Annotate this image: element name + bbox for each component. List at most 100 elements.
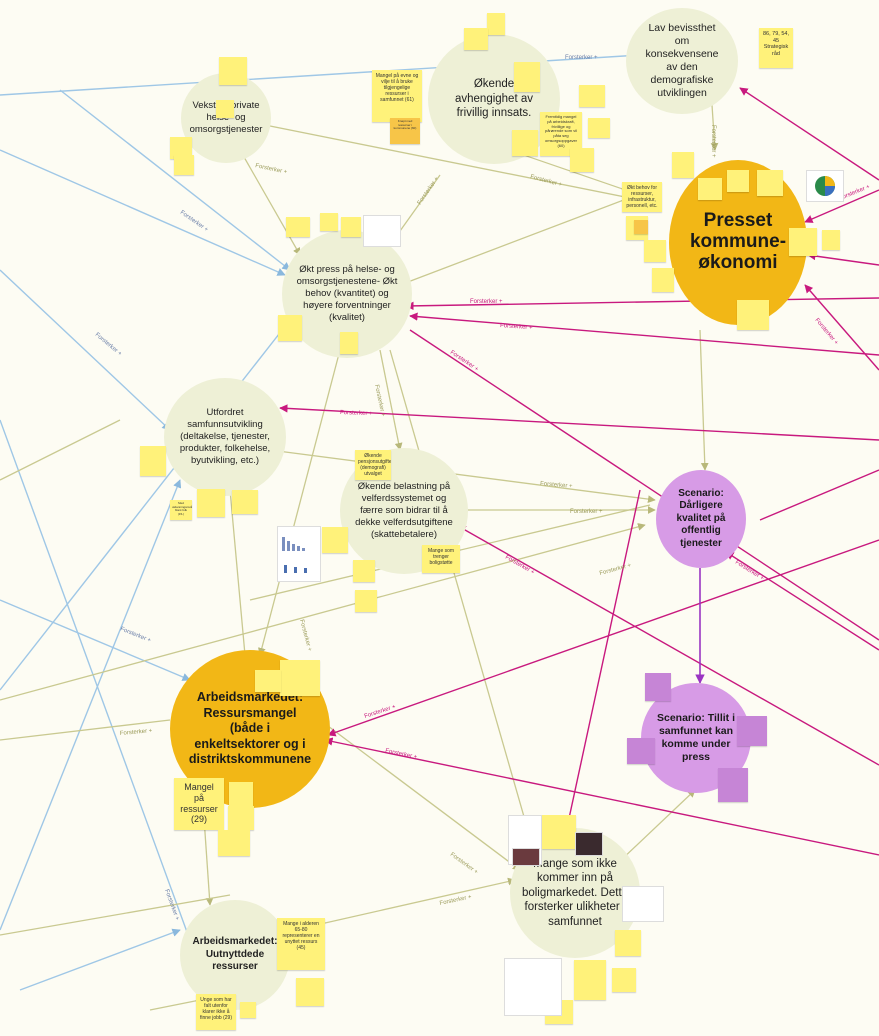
sticky-note[interactable] bbox=[218, 830, 250, 856]
sticky-strategisk-rad[interactable]: 86, 79, 54, 45 Strategisk råd bbox=[759, 28, 793, 68]
edge-blue-6 bbox=[0, 599, 191, 681]
image-thumbnail[interactable] bbox=[363, 215, 401, 247]
sticky-note[interactable] bbox=[219, 57, 247, 85]
sticky-note[interactable] bbox=[579, 85, 605, 107]
sticky-text: Knapt med ressurser i kommunene (60) bbox=[393, 119, 417, 131]
sticky-note[interactable] bbox=[542, 815, 576, 849]
sticky-note[interactable] bbox=[757, 170, 783, 196]
sticky-note-purple[interactable] bbox=[627, 738, 655, 764]
sticky-note[interactable] bbox=[612, 968, 636, 992]
image-thumbnail[interactable] bbox=[575, 832, 603, 856]
edge-olive-15 bbox=[0, 523, 646, 701]
sticky-mangel-evne[interactable]: Mangel på evne og vilje til å bruke tilg… bbox=[372, 70, 422, 122]
sticky-note[interactable] bbox=[278, 315, 302, 341]
sticky-snittverdi[interactable]: Med utdanningsnivået blant folk (15-) bbox=[170, 500, 192, 520]
sticky-note[interactable] bbox=[615, 930, 641, 956]
node-scenario-darligere[interactable]: Scenario: Dårligere kvalitet på offentli… bbox=[656, 470, 746, 568]
edge-olive-12 bbox=[389, 349, 536, 856]
sticky-note[interactable] bbox=[672, 152, 694, 178]
sticky-okende-pensjon[interactable]: Økende pensjonsutgifter (demografi) utva… bbox=[355, 450, 391, 480]
edge-olive-11 bbox=[379, 349, 403, 451]
sticky-note[interactable] bbox=[140, 446, 166, 476]
edge-olive-13 bbox=[229, 489, 246, 656]
sticky-note[interactable] bbox=[240, 1002, 256, 1018]
node-utfordret[interactable]: Utfordret samfunnsutvikling (deltakelse,… bbox=[164, 378, 286, 496]
edge-magenta-2 bbox=[804, 189, 879, 223]
sticky-note[interactable] bbox=[355, 590, 377, 612]
sticky-note[interactable] bbox=[228, 806, 254, 830]
image-thumbnail[interactable] bbox=[512, 848, 540, 866]
edge-olive-6 bbox=[710, 104, 719, 151]
sticky-note[interactable] bbox=[280, 660, 320, 696]
sticky-note[interactable] bbox=[487, 13, 505, 35]
sticky-note-purple[interactable] bbox=[645, 673, 671, 701]
sticky-note[interactable] bbox=[320, 213, 338, 231]
sticky-note[interactable] bbox=[512, 130, 538, 156]
sticky-note[interactable] bbox=[322, 527, 348, 553]
sticky-note[interactable] bbox=[232, 490, 258, 514]
edge-blue-3 bbox=[59, 89, 291, 271]
edge-magenta-12 bbox=[457, 525, 879, 766]
sticky-unge-som-har[interactable]: Unge som har falt utenfor klarer ikke å … bbox=[196, 994, 236, 1030]
edge-magenta-4 bbox=[405, 297, 879, 311]
edge-label: Forsterker + bbox=[449, 852, 479, 876]
edge-magenta-8 bbox=[409, 329, 879, 641]
sticky-note[interactable] bbox=[174, 155, 194, 175]
sticky-note[interactable] bbox=[286, 217, 310, 237]
sticky-note[interactable] bbox=[574, 960, 606, 1000]
sticky-mange-i-alderen[interactable]: Mange i alderen 65-80 representerer en u… bbox=[277, 918, 325, 970]
image-thumbnail[interactable] bbox=[277, 526, 321, 582]
edge-label: Forsterker + bbox=[449, 350, 480, 373]
sticky-note[interactable] bbox=[652, 268, 674, 292]
sticky-note-purple[interactable] bbox=[718, 768, 748, 802]
sticky-note-purple[interactable] bbox=[737, 716, 767, 746]
sticky-note[interactable] bbox=[229, 782, 253, 806]
sticky-note[interactable] bbox=[353, 560, 375, 582]
sticky-note[interactable] bbox=[341, 217, 361, 237]
sticky-note[interactable] bbox=[698, 178, 722, 200]
sticky-mange-som-trenger[interactable]: Mange som trenger boligstøtte bbox=[422, 545, 460, 573]
sticky-text: Økende pensjonsutgifter (demografi) utva… bbox=[358, 453, 391, 477]
sticky-note[interactable] bbox=[216, 100, 234, 118]
sticky-note[interactable] bbox=[340, 332, 358, 354]
sticky-note[interactable] bbox=[464, 28, 488, 50]
sticky-note[interactable] bbox=[634, 220, 648, 234]
sticky-knapt-med[interactable]: Knapt med ressurser i kommunene (60) bbox=[390, 118, 420, 144]
edge-label: Forsterker + bbox=[255, 163, 289, 176]
sticky-note[interactable] bbox=[255, 670, 281, 692]
image-thumbnail[interactable] bbox=[504, 958, 562, 1016]
sticky-note[interactable] bbox=[737, 300, 769, 330]
sticky-okt-behov-ressurser[interactable]: Økt behov for ressurser, infrastruktur, … bbox=[622, 182, 662, 212]
edge-label: Forsterker + bbox=[470, 299, 503, 305]
edge-magenta-14 bbox=[759, 469, 879, 521]
edge-olive-1 bbox=[264, 124, 641, 203]
sticky-note[interactable] bbox=[514, 62, 540, 92]
sticky-note[interactable] bbox=[588, 118, 610, 138]
sticky-note[interactable] bbox=[570, 148, 594, 172]
sticky-mangel-ressurser[interactable]: Mangel på ressurser (29) bbox=[174, 778, 224, 830]
node-arbeidsmarkedet-uutnyttede[interactable]: Arbeidsmarkedet: Uutnyttdede ressurser bbox=[180, 900, 290, 1010]
node-label: Arbeidsmarkedet: Ressursmangel (både i e… bbox=[188, 689, 312, 767]
sticky-text: Økt behov for ressurser, infrastruktur, … bbox=[626, 185, 658, 209]
sticky-text: Fremtidig mangel på arbeidskraft, frivil… bbox=[544, 114, 578, 148]
sticky-note[interactable] bbox=[644, 240, 666, 262]
node-lav-bevissthet[interactable]: Lav bevissthet om konsekvensene av den d… bbox=[626, 8, 738, 114]
edge-blue-2 bbox=[0, 149, 286, 276]
sticky-note[interactable] bbox=[789, 228, 817, 256]
node-okende-avhengighet[interactable]: Økende avhengighet av frivillig innsats. bbox=[428, 34, 560, 164]
node-vekst-private[interactable]: Vekst av private helse- og omsorgstjenes… bbox=[181, 73, 271, 163]
sticky-text: Mangel på evne og vilje til å bruke tilg… bbox=[375, 73, 419, 103]
image-thumbnail[interactable] bbox=[622, 886, 664, 922]
sticky-note[interactable] bbox=[170, 137, 192, 159]
node-label: Økende belastning på velferdssystemet og… bbox=[355, 481, 453, 540]
edge-magenta-11 bbox=[725, 551, 879, 651]
edge-magenta-5 bbox=[409, 312, 879, 356]
edge-olive-20 bbox=[0, 894, 231, 936]
sticky-note[interactable] bbox=[727, 170, 749, 192]
pie-chart-thumbnail[interactable] bbox=[806, 170, 844, 202]
edge-olive-7 bbox=[699, 329, 709, 471]
sticky-note[interactable] bbox=[197, 489, 225, 517]
sticky-note[interactable] bbox=[822, 230, 840, 250]
sticky-note[interactable] bbox=[296, 978, 324, 1006]
